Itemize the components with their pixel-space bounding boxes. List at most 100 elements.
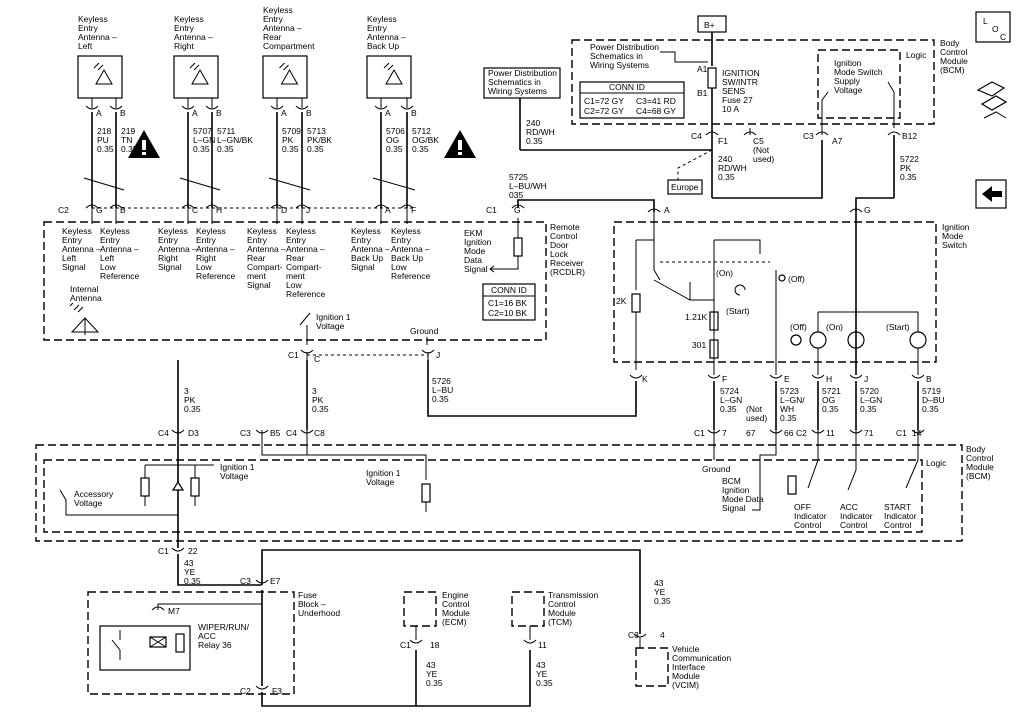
conn-c4: C4 [691,131,702,141]
ims-pin-e: E [784,374,790,384]
tcm-conn-11: 11 [538,640,547,650]
ims-pin-b: B [926,374,932,384]
bcm-pin-c1b: C1 [896,428,907,438]
ims-pin-h: H [826,374,832,384]
loc-icon[interactable]: L O C [975,11,1011,43]
antenna-pin: A [192,108,198,118]
rcdlr-pin: B [120,205,126,215]
antenna-pin: A [96,108,102,118]
loc-letter-o: O [992,24,999,34]
resistor-121k-label: 1.21K [685,312,708,322]
bcm-pin-11: 11 [826,428,835,438]
fb-pin-m7: M7 [168,606,180,616]
ims-pin-f: F [722,374,727,384]
ind-on-label: (On) [826,322,843,332]
europe-label: Europe [671,182,699,192]
rcdlr-connid-line1: C1=16 BK [488,298,527,308]
pin-c1: C1 [158,546,169,556]
rcdlr-pin: D [281,205,287,215]
bcm-pin-67: 67 [746,428,756,438]
antenna-symbol-icon [280,68,299,85]
ims-pin-g: G [864,205,871,215]
ind-off-label: (Off) [790,322,807,332]
vcim-conn-4: 4 [660,630,665,640]
ecm-conn-18: 18 [430,640,440,650]
back-arrow-icon[interactable] [975,179,1007,209]
pin-b12: B12 [902,131,917,141]
ims-pin-k: K [642,374,648,384]
ind-start-label: (Start) [886,322,910,332]
relay-36-icon [99,625,191,671]
power-connid-4: C4=68 GY [636,106,676,116]
resistor-301-label: 301 [692,340,706,350]
antenna-symbol-icon [191,68,209,85]
connector-icon[interactable] [976,81,1008,119]
conn-c3: C3 [803,131,814,141]
bcm-pin-c1a: C1 [694,428,705,438]
bcm-pin-c2: C2 [796,428,807,438]
antenna-pin: A [385,108,391,118]
key-start-icon [734,284,746,296]
warning-icon [128,130,160,158]
pin-c4-b: C4 [286,428,297,438]
warning-icon [444,130,476,158]
rcdlr-connid-title: CONN ID [491,285,527,295]
antenna-pin: A [281,108,287,118]
loc-letter-l: L [983,16,988,26]
antenna-pin: B [306,108,312,118]
pin-d3: D3 [188,428,199,438]
internal-antenna-icon [69,302,100,335]
rcdlr-conn-c: C [314,354,320,364]
antenna-box-icon [366,55,412,99]
bcm-pin-71: 71 [864,428,874,438]
power-connid-3: C2=72 GY [584,106,624,116]
rcdlr-conn-j: J [436,350,440,360]
rcdlr-pin: F [411,205,416,215]
fb-pin-f3: F3 [272,686,282,696]
pin-c4-a: C4 [158,428,169,438]
rcdlr-connid-line2: C2=10 BK [488,308,527,318]
